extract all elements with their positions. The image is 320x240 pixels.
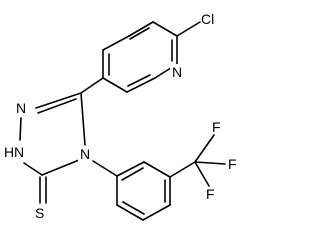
bond [102,77,128,93]
pyridine-nitrogen-label: N [172,64,182,80]
bond [194,134,215,163]
bond [116,161,145,177]
bond [194,161,226,165]
bond [122,201,145,215]
atom-labels: Cl N N H N N S F F F [4,11,237,221]
bond [37,98,77,114]
bonds [19,21,226,221]
bond [194,161,210,187]
bond [35,92,82,109]
bond [152,21,178,37]
bond [127,74,151,87]
chlorine-label: Cl [201,11,214,27]
fluorine-top-label: F [212,119,221,135]
bond [128,21,154,37]
bond [126,77,156,93]
bond [92,160,118,177]
triazole-hydrogen-label: H [4,144,14,160]
triazole-nh-nitrogen-label: N [14,144,24,160]
bond [176,21,201,37]
bond [23,162,43,176]
triazole-nitrogen-label: N [16,100,26,116]
bond [102,35,130,51]
fluorine-right-label: F [228,156,237,172]
thione-sulfur-label: S [35,205,44,221]
bond [41,159,80,176]
bond [121,167,144,181]
bond [142,204,171,221]
bond [19,117,22,141]
bond [80,77,104,94]
chemical-structure: Cl N N H N N S F F F [4,11,237,221]
bond [143,161,171,178]
bond [169,161,196,178]
bond [116,204,144,221]
triazole-n4-label: N [80,146,90,162]
bond [80,92,86,146]
fluorine-bottom-label: F [206,186,215,202]
bond [129,27,150,40]
